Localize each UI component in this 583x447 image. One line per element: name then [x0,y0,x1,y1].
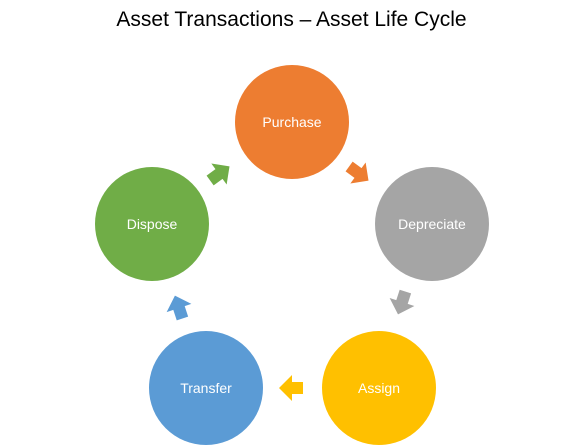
arrows-layer [166,161,415,401]
node-assign: Assign [322,331,436,445]
node-circle-assign [322,331,436,445]
arrow-purchase-to-depreciate [345,161,369,184]
arrow-dispose-to-purchase [206,163,230,186]
node-label-assign: Assign [358,380,400,396]
node-transfer: Transfer [149,331,263,445]
arrow-depreciate-to-assign [389,289,415,315]
node-circle-transfer [149,331,263,445]
node-label-purchase: Purchase [262,114,321,130]
node-label-transfer: Transfer [180,380,232,396]
node-dispose: Dispose [95,167,209,281]
node-circle-depreciate [375,167,489,281]
node-depreciate: Depreciate [375,167,489,281]
arrow-transfer-to-dispose [166,295,192,321]
node-circle-purchase [235,65,349,179]
node-label-dispose: Dispose [127,216,178,232]
diagram-title: Asset Transactions – Asset Life Cycle [116,8,467,31]
node-circle-dispose [95,167,209,281]
arrow-assign-to-transfer [279,375,303,401]
node-purchase: Purchase [235,65,349,179]
node-label-depreciate: Depreciate [398,216,466,232]
